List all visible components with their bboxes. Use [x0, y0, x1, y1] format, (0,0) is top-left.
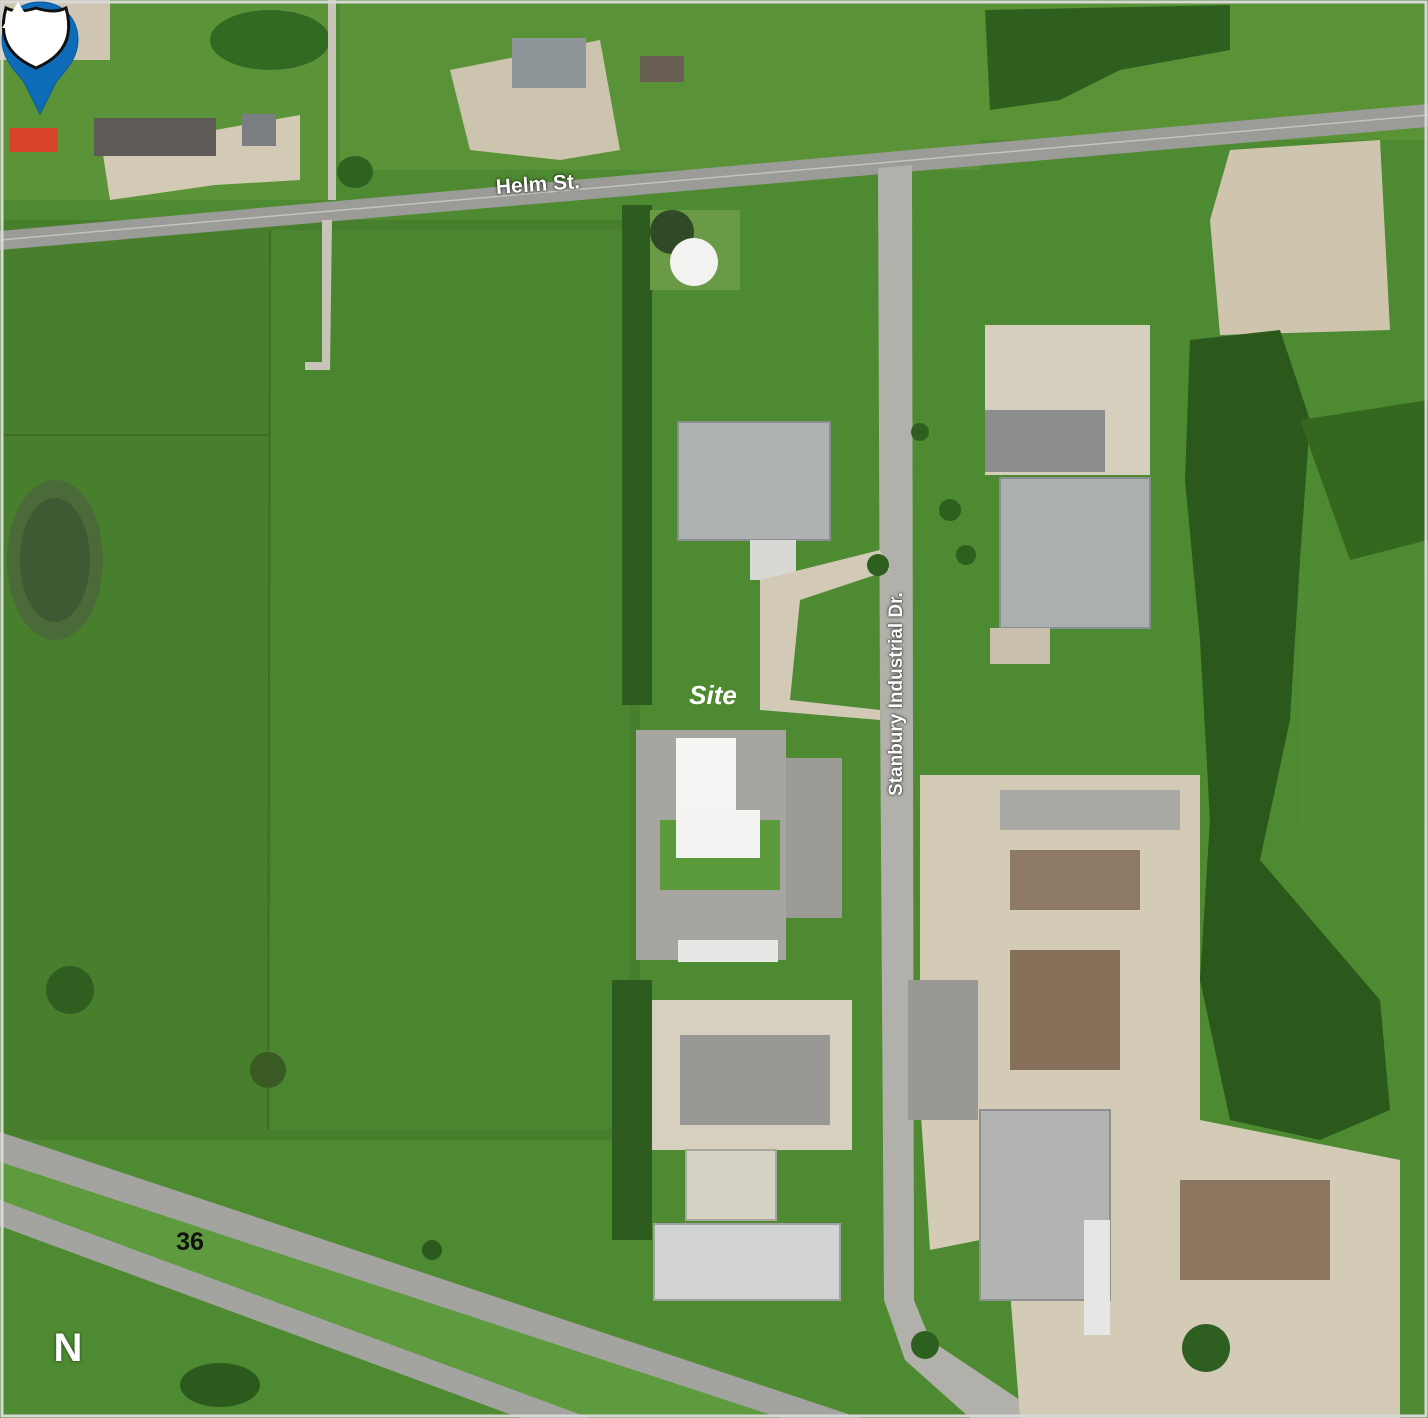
- us-36-route-number: 36: [176, 1228, 204, 1256]
- field-east: [1300, 570, 1428, 830]
- material-rows: [1000, 790, 1180, 830]
- tree-line: [612, 980, 652, 1240]
- site-marker-label: Site: [689, 680, 737, 710]
- tree: [939, 499, 961, 521]
- loading-area: [990, 628, 1050, 664]
- warehouse-roof: [677, 421, 831, 541]
- site-shed: [678, 940, 778, 962]
- parked-cars: [985, 410, 1105, 472]
- warehouse-roof: [999, 477, 1151, 629]
- building-roof: [94, 118, 216, 156]
- tree-cluster: [180, 1363, 260, 1407]
- tree: [250, 1052, 286, 1088]
- tree: [337, 156, 373, 188]
- gravel-yard-east: [1210, 140, 1390, 335]
- tree-cluster: [985, 5, 1230, 110]
- field-boundary: [267, 229, 271, 1131]
- road-centerline: [0, 114, 1428, 241]
- tree-cluster: [1300, 400, 1428, 560]
- crop-field-center: [270, 230, 630, 1130]
- material-stacks: [1010, 950, 1120, 1070]
- parked-cars: [908, 980, 978, 1120]
- water-tower: [670, 238, 718, 286]
- north-arrow-icon: [2, 2, 34, 28]
- building-roof: [242, 114, 276, 146]
- site-building-wing: [676, 810, 760, 858]
- forest-east: [1185, 330, 1390, 1140]
- tree: [911, 423, 929, 441]
- tree: [422, 1240, 442, 1260]
- building-roof: [640, 56, 684, 82]
- stanbury-drive-label: Stanbury Industrial Dr.: [886, 592, 907, 796]
- tree-line: [622, 205, 652, 705]
- tree: [46, 966, 94, 1014]
- building-roof: [512, 38, 586, 88]
- building-roof: [685, 1149, 777, 1221]
- parked-cars: [680, 1035, 830, 1125]
- us-36-eastbound: [0, 1132, 860, 1418]
- tree-cluster: [210, 10, 330, 70]
- driveway: [305, 220, 332, 370]
- tree: [1182, 1324, 1230, 1372]
- material-stacks: [1010, 850, 1140, 910]
- tree: [867, 554, 889, 576]
- tree: [911, 1331, 939, 1359]
- tree: [956, 545, 976, 565]
- building-roof: [1084, 1220, 1110, 1335]
- north-label: N: [53, 1326, 83, 1370]
- pond-water: [20, 498, 90, 622]
- warehouse-roof: [653, 1223, 841, 1301]
- red-roof-building: [10, 128, 58, 152]
- driveway: [328, 0, 336, 200]
- highway-median: [0, 1162, 780, 1418]
- north-fields: [340, 0, 980, 170]
- gravel-loop: [760, 550, 890, 720]
- site-parking: [786, 758, 842, 918]
- material-stacks: [1180, 1180, 1330, 1280]
